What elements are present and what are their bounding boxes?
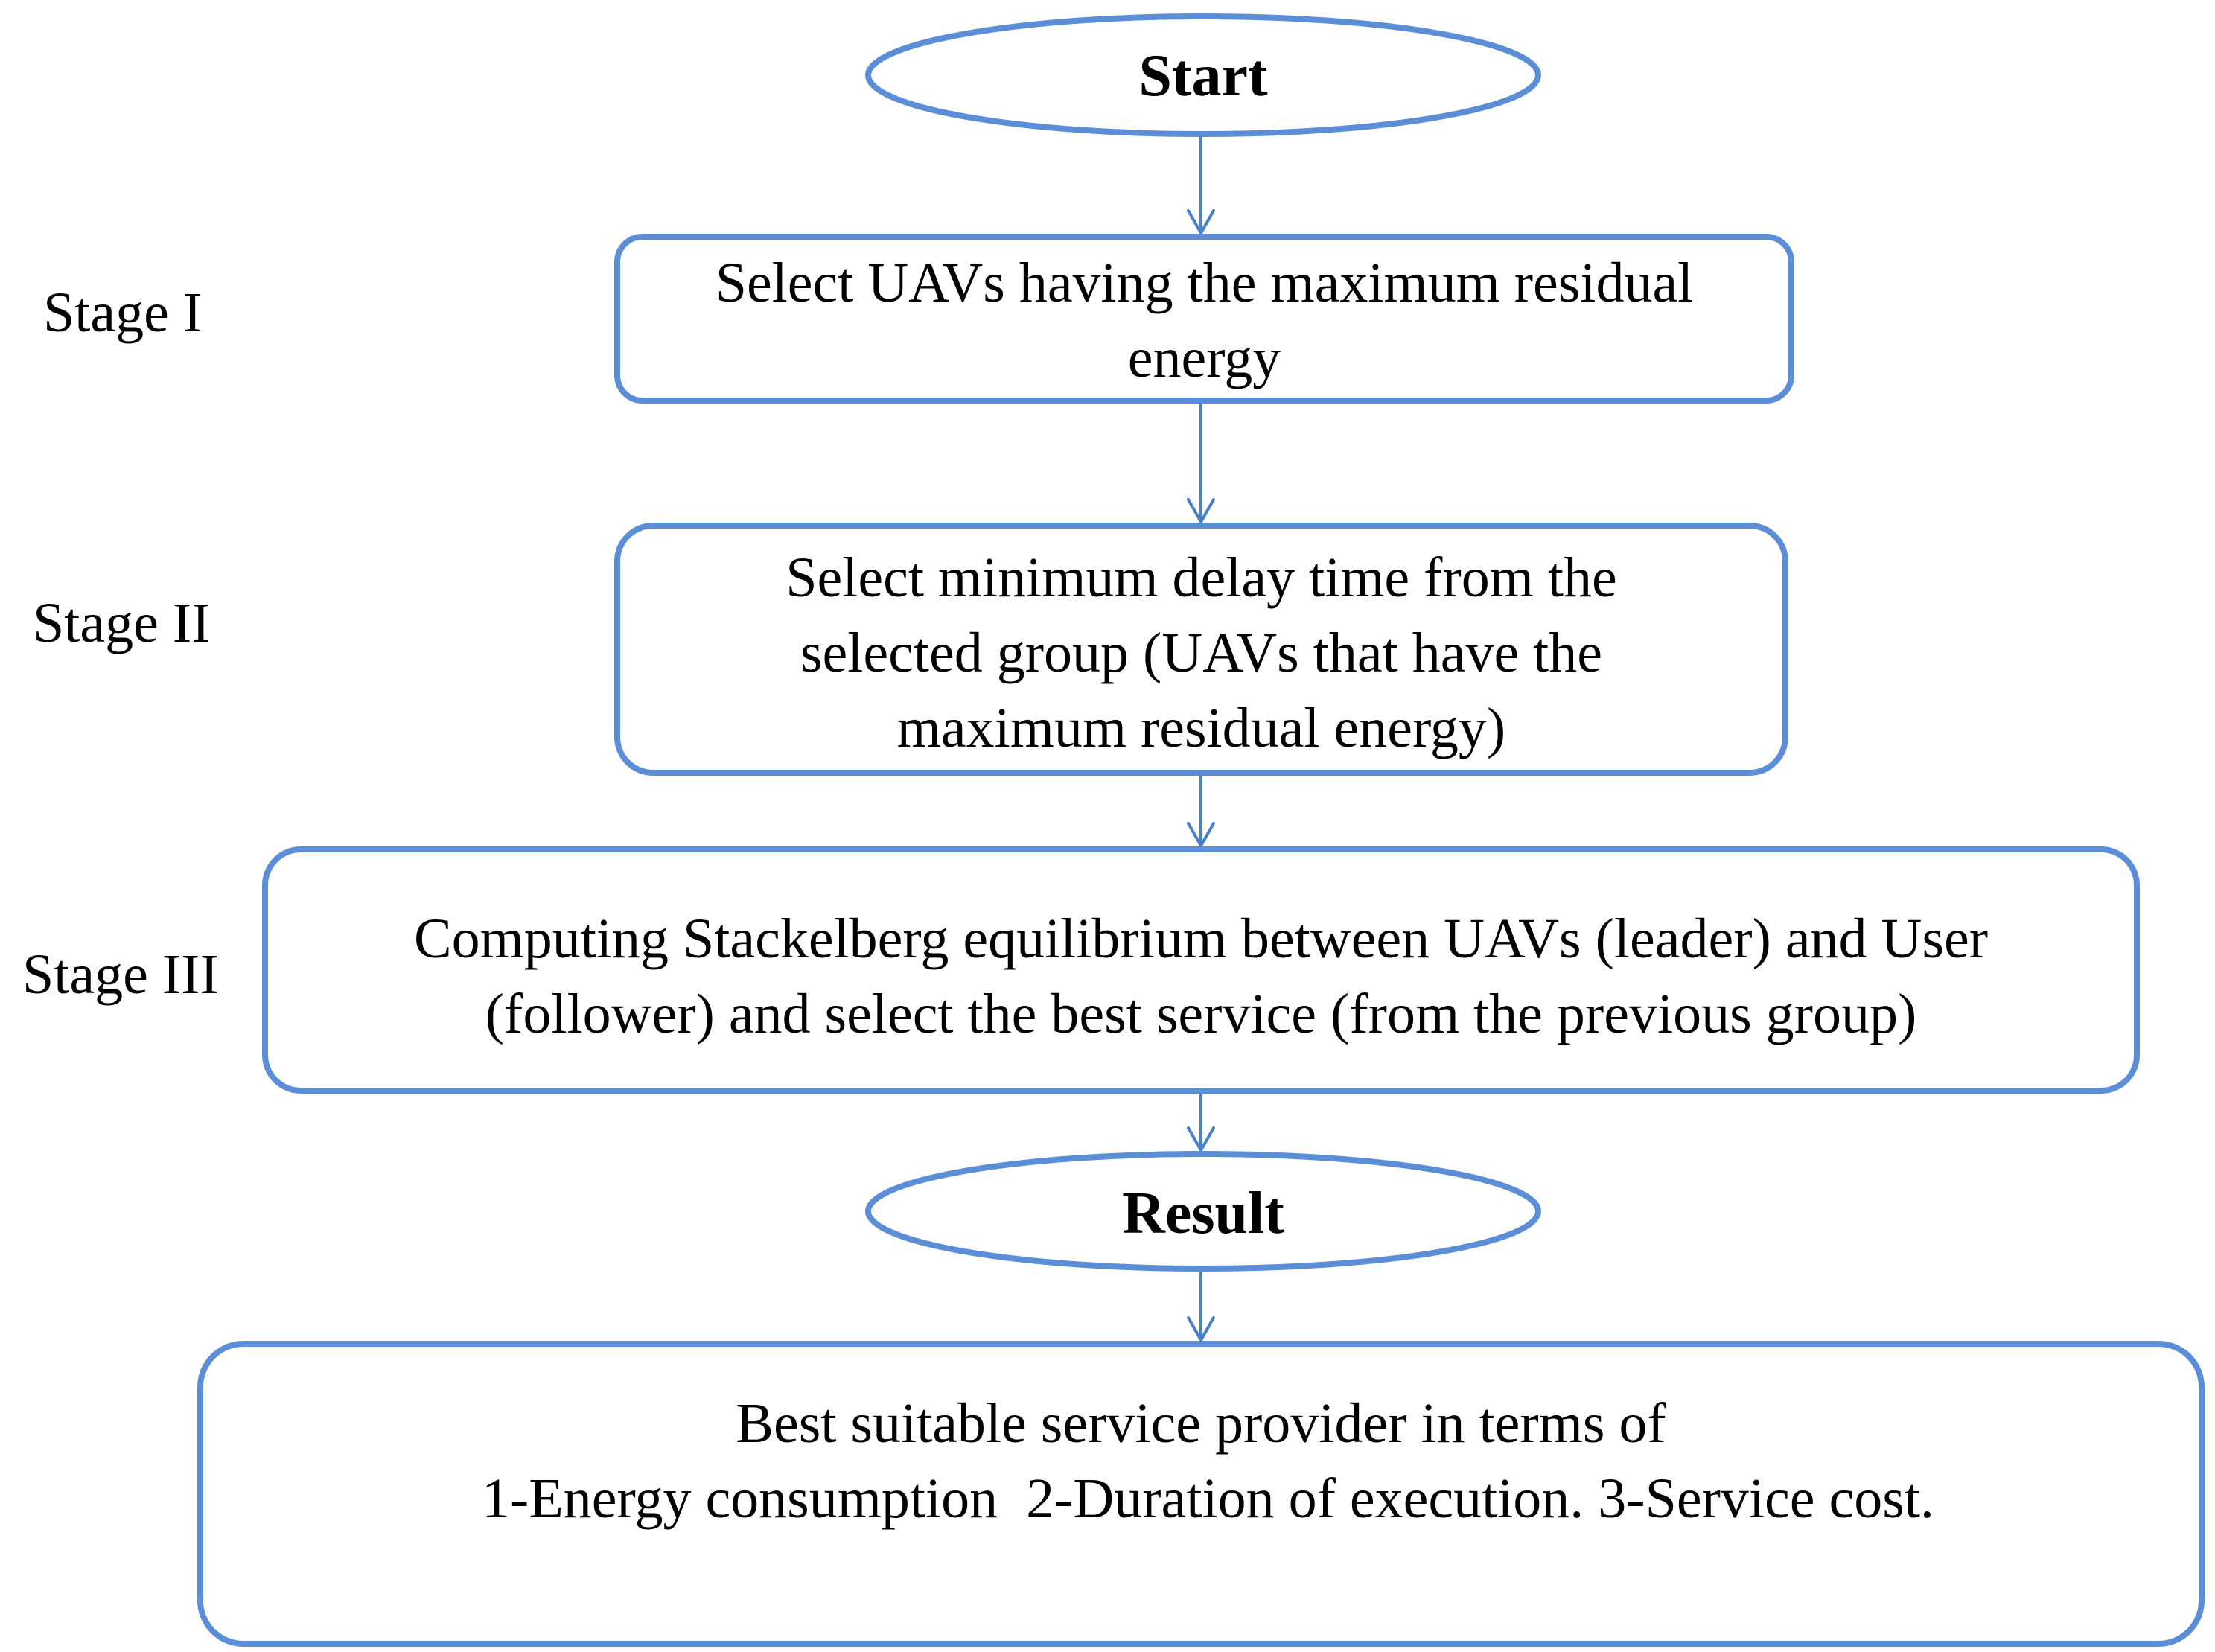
connector-stage1-to-stage2 xyxy=(1187,404,1215,523)
stage3-process-box xyxy=(262,846,2140,1094)
stage2-text-line3: maximum residual energy) xyxy=(896,697,1506,759)
stage1-text-line2: energy xyxy=(1127,327,1281,389)
stage-2-label: Stage II xyxy=(33,592,211,654)
connector-stage3-to-result xyxy=(1187,1094,1215,1152)
output-text-line2: 1-Energy consumption 2-Duration of execu… xyxy=(468,1467,1934,1530)
stage1-text-line1: Select UAVs having the maximum residual xyxy=(715,252,1694,314)
connector-result-to-output xyxy=(1187,1272,1215,1342)
output-text-line1: Best suitable service provider in terms … xyxy=(736,1392,1666,1455)
stage-3-label: Stage III xyxy=(22,943,219,1006)
output-box xyxy=(197,1341,2205,1647)
start-terminal-shape xyxy=(865,13,1541,137)
start-label: Start xyxy=(1138,43,1268,109)
stage1-process-box xyxy=(614,234,1794,404)
stage2-process-box xyxy=(614,523,1788,776)
stage2-text-line1: Select minimum delay time from the xyxy=(785,546,1617,609)
stage-1-label: Stage I xyxy=(43,281,203,344)
connector-stage2-to-stage3 xyxy=(1187,776,1215,847)
connector-start-to-stage1 xyxy=(1187,135,1215,235)
stage3-text-line2: (follower) and select the best service (… xyxy=(485,983,1917,1045)
stage3-text-line1: Computing Stackelberg equilibrium betwee… xyxy=(413,908,1989,970)
result-label: Result xyxy=(1122,1181,1284,1246)
result-terminal-shape xyxy=(865,1151,1541,1272)
stage2-text-line2: selected group (UAVs that have the xyxy=(800,622,1603,684)
